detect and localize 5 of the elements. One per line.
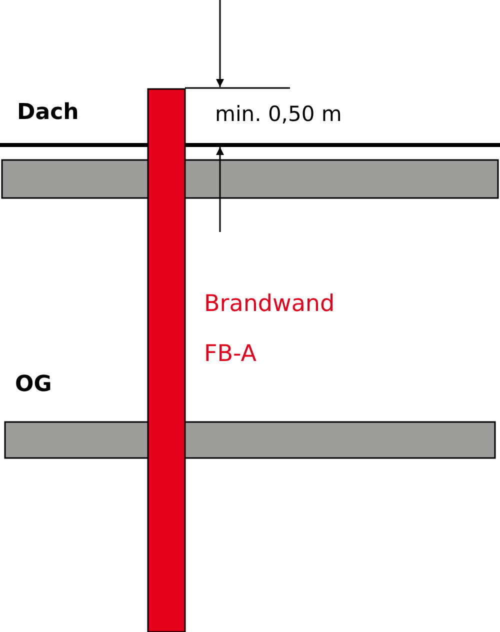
floor-label: Dach: [17, 102, 79, 124]
wall-label: Brandwand: [204, 293, 335, 316]
dimension-label: min. 0,50 m: [215, 104, 342, 125]
floor-label: OG: [15, 374, 52, 396]
wall-label: FB-A: [204, 343, 257, 366]
